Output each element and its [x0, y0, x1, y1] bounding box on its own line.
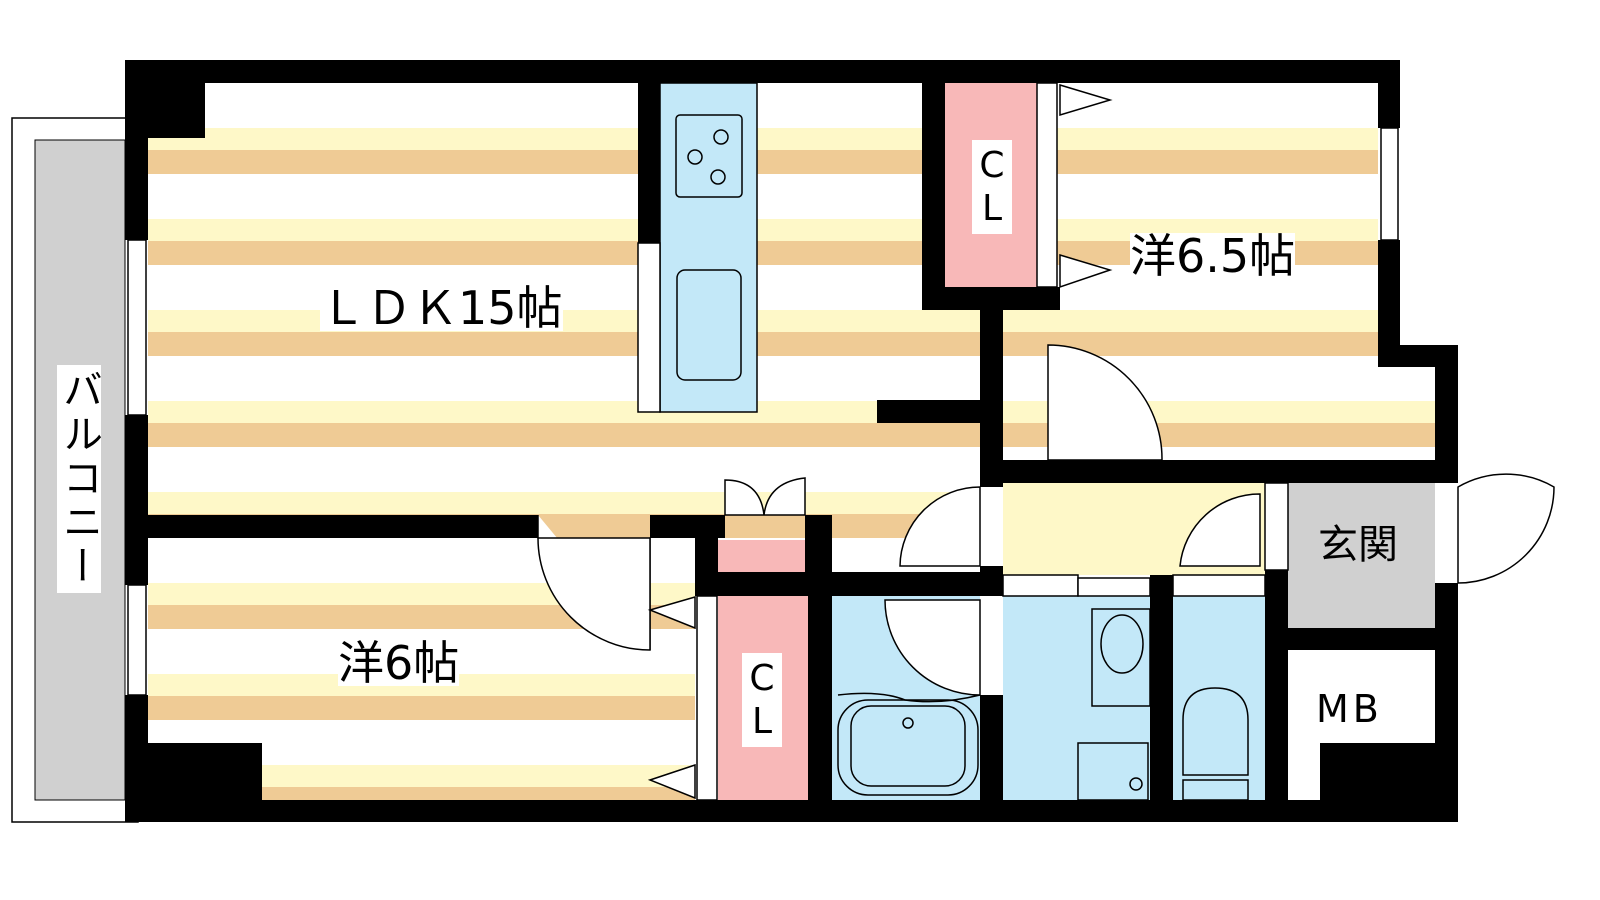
room-label-ldk: ＬＤＫ15帖: [320, 281, 563, 335]
toilet-room: [1173, 596, 1265, 800]
western-65-floor-ext: [1378, 367, 1435, 460]
entrance-label: 玄関: [1318, 522, 1398, 568]
toilet-icon: [1182, 687, 1249, 776]
room-label-western-6: 洋6帖: [338, 636, 460, 690]
ldk-floor: [148, 83, 980, 515]
sink-icon: [676, 269, 742, 381]
windows: [127, 82, 1399, 801]
closet-label-top: C L: [972, 140, 1012, 235]
stove-icon: [675, 114, 743, 198]
balcony-label: バルコニー: [56, 365, 102, 593]
door-swings: [537, 83, 1555, 800]
walls: [125, 60, 1458, 822]
bathtub-icon: [837, 699, 979, 796]
closet-small: [718, 540, 808, 572]
kitchen-panel: [637, 242, 661, 413]
washroom: [1003, 596, 1150, 800]
room-label-western-6-5: 洋6.5帖: [1130, 229, 1296, 283]
closet-label-bottom: C L: [742, 653, 782, 748]
meter-box-label: MB: [1316, 687, 1383, 731]
